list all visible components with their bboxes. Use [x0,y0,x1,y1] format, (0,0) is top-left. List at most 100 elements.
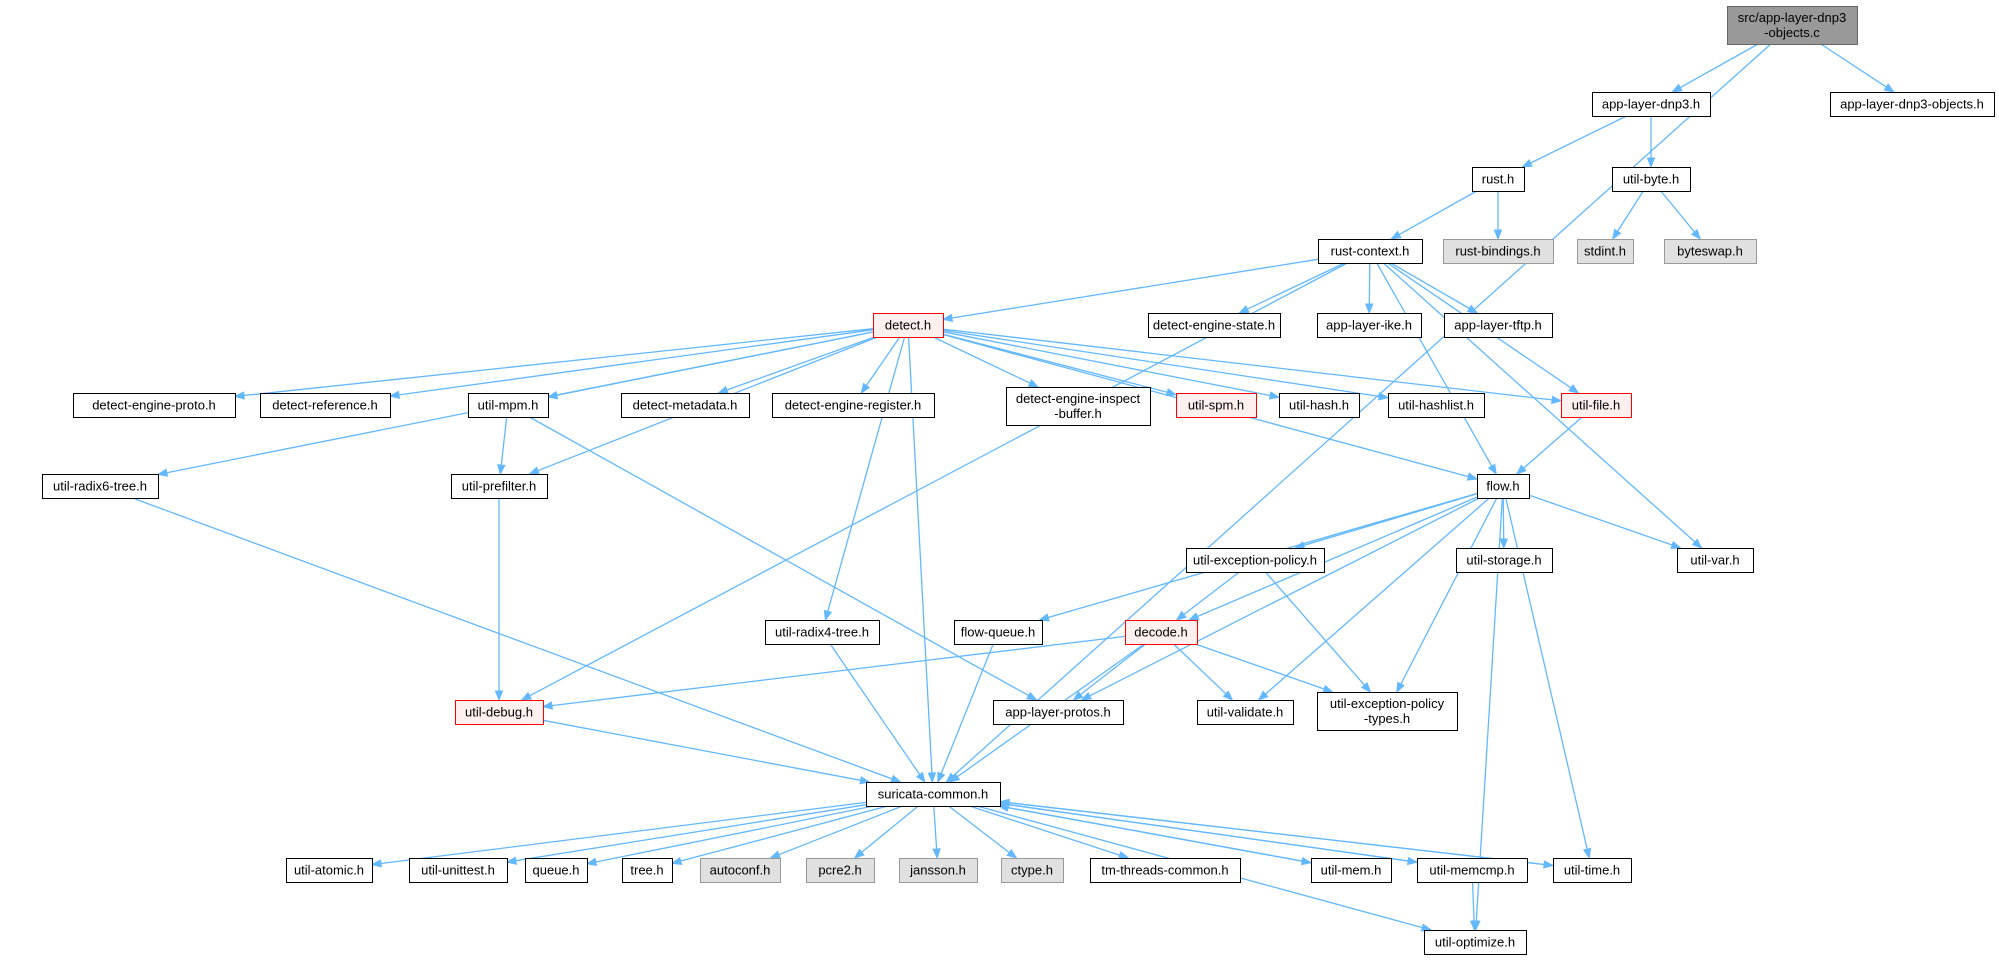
node-queue-h[interactable]: queue.h [525,858,588,883]
node-util-hashlist-h[interactable]: util-hashlist.h [1388,393,1485,418]
edge-arrowhead [1611,228,1622,241]
edge-decode-to-uval [1173,643,1234,701]
node-app-layer-dnp3-objects-h[interactable]: app-layer-dnp3-objects.h [1830,92,1995,117]
node-label: rust-bindings.h [1455,244,1540,259]
node-app-layer-ike-h[interactable]: app-layer-ike.h [1317,313,1422,338]
edge-arrowhead [1038,613,1050,622]
node-detect-engine-register-h[interactable]: detect-engine-register.h [772,393,935,418]
node-rust-h[interactable]: rust.h [1472,167,1525,192]
node-label: flow-queue.h [961,625,1035,640]
node-label: tm-threads-common.h [1101,863,1228,878]
node-util-memcmp-h[interactable]: util-memcmp.h [1417,858,1528,883]
node-label: util-atomic.h [294,863,364,878]
edge-arrowhead [717,385,729,394]
edge-rustctx-to-tftp [1390,262,1479,314]
node-util-var-h[interactable]: util-var.h [1677,548,1754,573]
edge-line [398,329,874,396]
node-flow-queue-h[interactable]: flow-queue.h [954,620,1043,645]
node-box [1311,858,1392,883]
edge-decode-to-alp [1072,643,1146,701]
edge-rustctx-to-destate [1238,262,1345,314]
node-util-time-h[interactable]: util-time.h [1553,858,1632,883]
node-box [260,393,391,418]
node-util-optimize-h[interactable]: util-optimize.h [1424,930,1527,955]
node-util-unittest-h[interactable]: util-unittest.h [409,858,508,883]
edge-detect-to-uhash [942,331,1281,400]
node-suricata-common-h[interactable]: suricata-common.h [866,782,1001,807]
edge-arrowhead [1499,538,1508,550]
edge-line [726,336,875,391]
edge-sc-to-jansson [932,805,941,860]
node-box [1279,393,1360,418]
node-util-radix6-tree-h[interactable]: util-radix6-tree.h [42,474,159,499]
edge-detect-to-uhashlist [942,329,1390,401]
edge-detect-to-urad4 [823,336,906,622]
node-stdint-h: stdint.h [1577,239,1634,264]
node-box [1727,6,1858,45]
node-label: app-layer-tftp.h [1454,318,1541,333]
node-box [1388,393,1485,418]
node-rust-context-h[interactable]: rust-context.h [1318,239,1423,264]
node-util-storage-h[interactable]: util-storage.h [1456,548,1553,573]
edge-sc-to-uunit [505,804,867,865]
node-app-layer-tftp-h[interactable]: app-layer-tftp.h [1444,313,1553,338]
edge-line [942,329,1380,398]
node-util-exception-policy-h[interactable]: util-exception-policy.h [1186,548,1325,573]
node-util-mpm-h[interactable]: util-mpm.h [468,393,549,418]
edge-arrowhead [1568,384,1580,394]
edge-flow-to-uvar [1528,494,1682,549]
node-box [73,393,236,418]
node-util-debug-h[interactable]: util-debug.h [455,700,544,725]
node-util-file-h[interactable]: util-file.h [1561,393,1632,418]
node-app-layer-dnp3-h[interactable]: app-layer-dnp3.h [1592,92,1711,117]
node-util-atomic-h[interactable]: util-atomic.h [286,858,373,883]
node-box [1612,167,1691,192]
node-detect-engine-state-h[interactable]: detect-engine-state.h [1148,313,1281,338]
node-label: decode.h [1134,625,1188,640]
node-src-app-layer-dnp3-objects-c[interactable]: src/app-layer-dnp3-objects.c [1727,6,1858,45]
edge-arrowhead [1521,159,1533,168]
node-util-validate-h[interactable]: util-validate.h [1197,700,1294,725]
node-flow-h[interactable]: flow.h [1477,474,1530,499]
node-detect-engine-inspect-buffer-h[interactable]: detect-engine-inspect-buffer.h [1006,387,1151,426]
node-box [1577,239,1634,264]
node-util-byte-h[interactable]: util-byte.h [1612,167,1691,192]
edge-arrowhead [1690,228,1702,241]
edge-arrowhead [1165,388,1178,397]
node-app-layer-protos-h[interactable]: app-layer-protos.h [993,700,1124,725]
node-label: util-radix6-tree.h [53,479,147,494]
node-jansson-h: jansson.h [899,858,978,883]
edge-line [515,804,867,862]
edge-line [1616,190,1644,232]
node-detect-engine-proto-h[interactable]: detect-engine-proto.h [73,393,236,418]
edge-arrowhead [1006,848,1018,859]
node-decode-h[interactable]: decode.h [1125,620,1198,645]
node-util-spm-h[interactable]: util-spm.h [1176,393,1257,418]
edge-line [1080,643,1146,696]
node-box [42,474,159,499]
node-detect-metadata-h[interactable]: detect-metadata.h [621,393,750,418]
node-detect-reference-h[interactable]: detect-reference.h [260,393,391,418]
edge-line [1007,806,1312,864]
node-util-hash-h[interactable]: util-hash.h [1279,393,1360,418]
edge-detect-to-dereg [860,336,901,395]
node-tree-h[interactable]: tree.h [622,858,673,883]
node-box [455,700,544,725]
node-detect-h[interactable]: detect.h [873,313,944,338]
node-util-mem-h[interactable]: util-mem.h [1311,858,1392,883]
node-label: util-validate.h [1207,705,1284,720]
nodes-layer: src/app-layer-dnp3-objects.c app-layer-dn… [42,6,1995,955]
edge-arrowhead [1175,610,1187,621]
edge-rustctx-to-detect [941,258,1319,323]
node-util-radix4-tree-h[interactable]: util-radix4-tree.h [765,620,880,645]
node-box [1561,393,1632,418]
node-tm-threads-common-h[interactable]: tm-threads-common.h [1090,858,1241,883]
node-box [866,782,1001,807]
node-box [1456,548,1553,573]
node-util-prefilter-h[interactable]: util-prefilter.h [451,474,548,499]
node-box [1148,313,1281,338]
edge-arrowhead [1080,691,1092,701]
node-util-exception-policy-types-h[interactable]: util-exception-policy-types.h [1317,692,1458,731]
node-label: util-mpm.h [478,398,539,413]
edge-arrowhead [998,798,1010,807]
